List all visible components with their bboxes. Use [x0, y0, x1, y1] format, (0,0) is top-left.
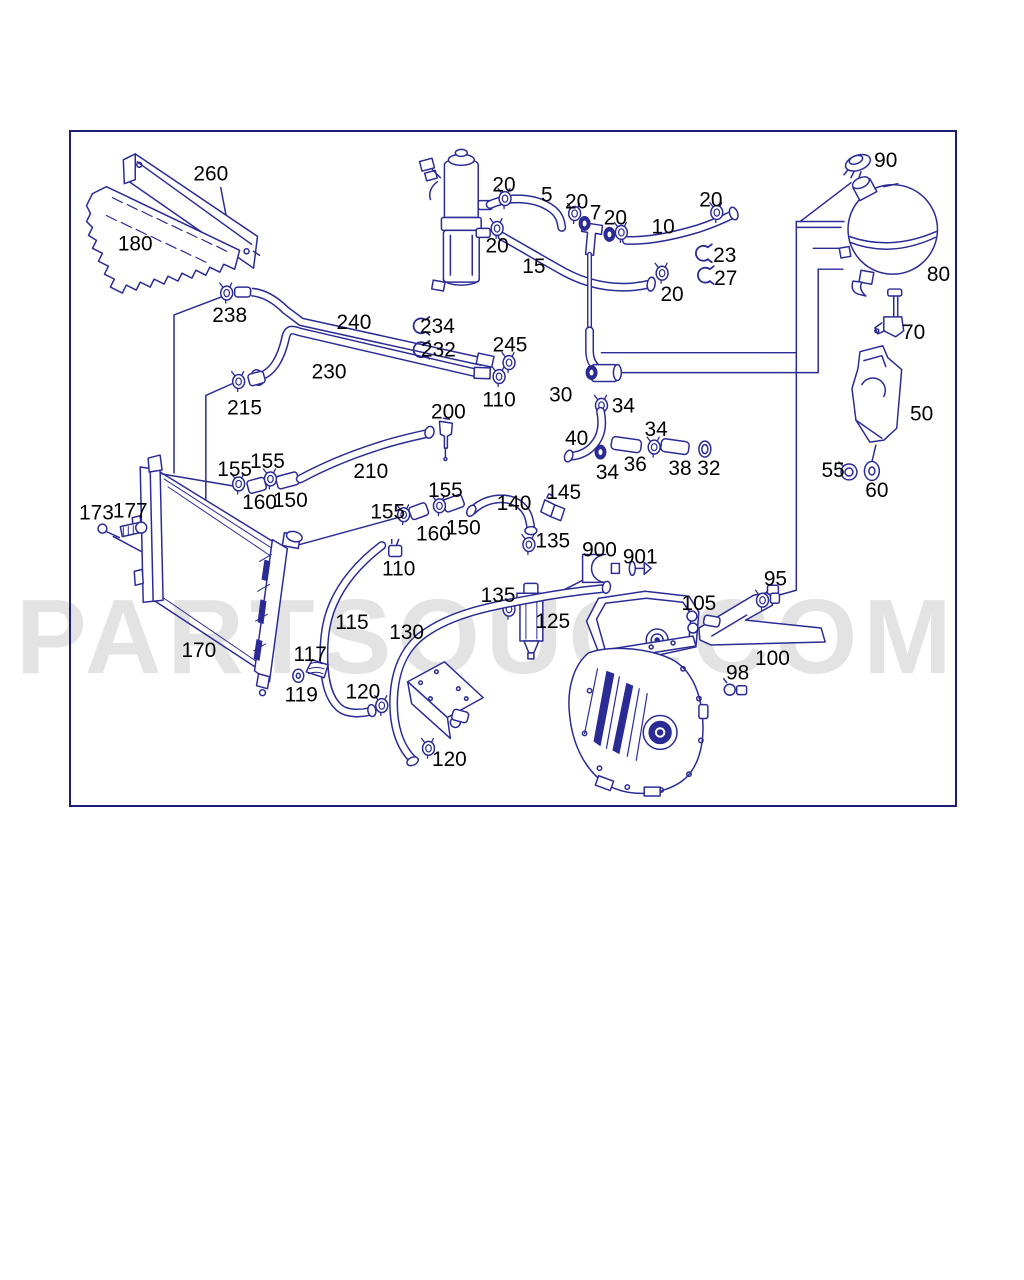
level-sensor-illustration [874, 288, 905, 338]
radiator-hose-fittings-illustration [230, 417, 454, 495]
part-label-98: 98 [726, 662, 749, 685]
part-label-23: 23 [713, 244, 736, 267]
part-label-20: 20 [492, 174, 515, 197]
part-label-7: 7 [590, 201, 602, 224]
part-label-27: 27 [714, 267, 737, 290]
hose-115-illustration [292, 538, 403, 718]
part-label-90: 90 [874, 149, 897, 172]
part-label-145: 145 [546, 481, 581, 504]
part-label-36: 36 [624, 453, 647, 476]
part-label-10: 10 [652, 215, 675, 238]
part-label-34: 34 [612, 394, 635, 417]
part-label-170: 170 [181, 639, 216, 662]
part-label-240: 240 [337, 311, 372, 334]
clip-98 [723, 683, 736, 696]
part-label-115: 115 [335, 611, 368, 634]
part-label-150: 150 [446, 517, 481, 540]
pump-illustration [418, 148, 493, 292]
part-label-200: 200 [431, 400, 466, 423]
part-label-32: 32 [697, 457, 720, 480]
part-label-210: 210 [353, 460, 388, 483]
top-hoses-illustration [490, 187, 739, 334]
part-label-15: 15 [522, 255, 545, 278]
part-label-70: 70 [902, 321, 925, 344]
part-label-80: 80 [927, 263, 950, 286]
part-label-5: 5 [541, 184, 553, 207]
part-label-180: 180 [118, 232, 153, 255]
bracket-illustration [122, 153, 261, 269]
part-label-150: 150 [273, 489, 308, 512]
part-label-234: 234 [420, 315, 455, 338]
part-label-50: 50 [910, 402, 933, 425]
part-label-20: 20 [565, 191, 588, 214]
part-label-30: 30 [549, 383, 572, 406]
parts-diagram: 260 180 20 5 20 7 20 10 20 23 27 20 15 2… [79, 148, 950, 797]
part-label-173: 173 [79, 502, 114, 525]
part-label-34: 34 [596, 461, 619, 484]
part-label-230: 230 [312, 361, 347, 384]
hose-130-illustration [374, 580, 612, 767]
t-connector [580, 221, 604, 257]
part-label-100: 100 [755, 647, 790, 670]
part-label-20: 20 [485, 234, 508, 257]
tank-bracket-illustration [838, 344, 903, 482]
part-label-238: 238 [212, 304, 247, 327]
connector-lines [112, 181, 877, 600]
clip-145 [540, 499, 566, 522]
part-label-130: 130 [389, 621, 424, 644]
part-label-155: 155 [217, 458, 252, 481]
part-label-95: 95 [764, 567, 787, 590]
part-label-119: 119 [285, 684, 318, 707]
expansion-tank-illustration [838, 153, 939, 297]
part-label-60: 60 [865, 479, 888, 502]
part-label-135: 135 [481, 584, 516, 607]
part-label-20: 20 [604, 206, 627, 229]
part-label-125: 125 [535, 610, 570, 633]
part-label-900: 900 [582, 538, 617, 561]
elbow-and-fittings-illustration [563, 331, 712, 463]
part-label-177: 177 [113, 500, 148, 523]
part-label-160: 160 [242, 491, 277, 514]
part-label-215: 215 [227, 396, 262, 419]
part-label-120: 120 [345, 681, 380, 704]
part-label-245: 245 [493, 334, 528, 357]
shield-illustration [85, 185, 241, 294]
part-label-105: 105 [681, 592, 716, 615]
part-label-120: 120 [432, 748, 467, 771]
part-label-901: 901 [623, 545, 658, 568]
part-label-160: 160 [416, 523, 451, 546]
hose-100-illustration [685, 584, 826, 696]
part-label-135: 135 [535, 530, 570, 553]
part-label-110: 110 [382, 557, 415, 580]
part-label-40: 40 [565, 427, 588, 450]
part-label-155: 155 [250, 450, 285, 473]
drive-unit-illustration [568, 590, 709, 797]
part-label-155: 155 [370, 501, 405, 524]
part-label-140: 140 [497, 492, 532, 515]
part-label-260: 260 [193, 163, 228, 186]
part-label-20: 20 [699, 189, 722, 212]
part-label-55: 55 [821, 459, 844, 482]
part-label-110: 110 [482, 388, 515, 411]
part-labels: 260 180 20 5 20 7 20 10 20 23 27 20 15 2… [79, 149, 950, 771]
radiator-illustration [131, 454, 303, 697]
part-label-117: 117 [294, 643, 327, 666]
sensor-200 [438, 420, 454, 449]
part-label-34: 34 [645, 418, 668, 441]
bolts-illustration [97, 521, 148, 539]
middle-fittings-illustration [395, 493, 566, 536]
part-label-232: 232 [421, 339, 456, 362]
part-label-155: 155 [428, 479, 463, 502]
part-label-38: 38 [668, 457, 691, 480]
diagram-frame: 260 180 20 5 20 7 20 10 20 23 27 20 15 2… [69, 130, 957, 807]
coolant-pipes-illustration [218, 282, 516, 393]
part-label-20: 20 [660, 283, 683, 306]
